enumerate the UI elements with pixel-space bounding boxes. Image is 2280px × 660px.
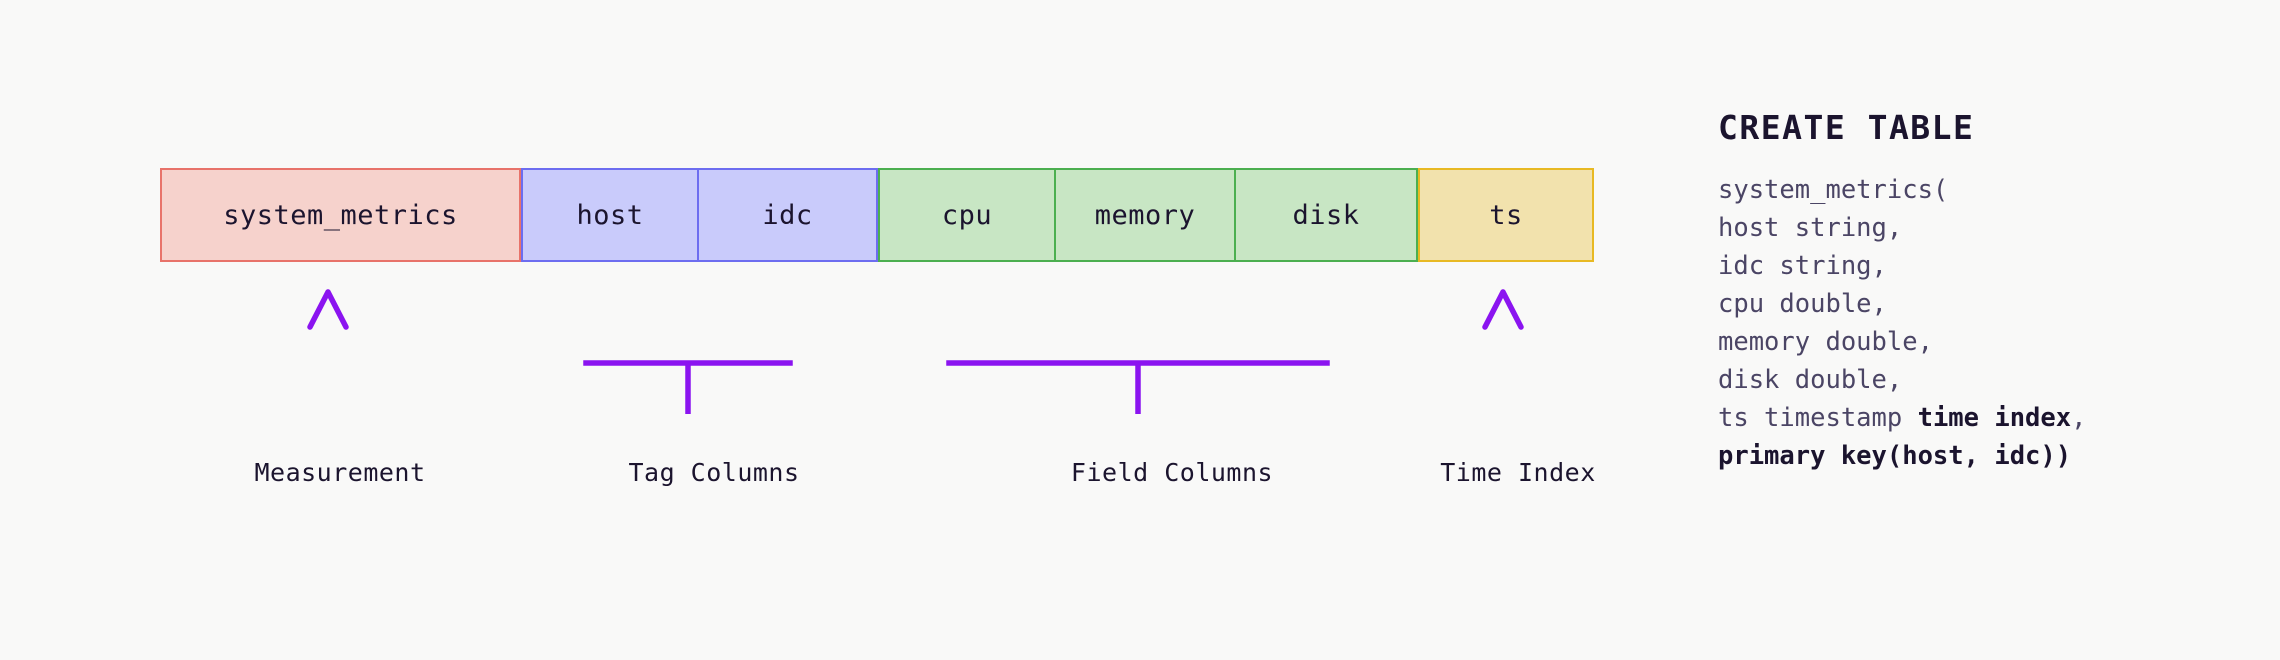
schema-cell-cpu[interactable]: cpu [878,168,1055,262]
sql-line: primary key(host, idc)) [1718,441,2072,471]
sql-panel: CREATE TABLE system_metrics(host string,… [1718,108,2238,475]
annotation-label-time-index: Time Index [1440,458,1596,487]
annotation-label-measurement: Measurement [254,458,426,487]
sql-line: host string, [1718,213,1903,243]
field-columns-brace-icon [946,302,1330,414]
schema-cell-measurement[interactable]: system_metrics [160,168,521,262]
measurement-arrow-icon [307,289,349,415]
schema-cell-memory[interactable]: memory [1055,168,1235,262]
sql-panel-title: CREATE TABLE [1718,108,1975,147]
sql-line: cpu double, [1718,289,1887,319]
sql-line: system_metrics( [1718,175,1949,205]
schema-cell-idc[interactable]: idc [698,168,878,262]
sql-statement-body: system_metrics(host string, idc string, cp… [1718,171,2238,475]
schema-cell-disk[interactable]: disk [1235,168,1418,262]
sql-line: disk double, [1718,365,1903,395]
sql-line: ts timestamp time index, [1718,403,2087,433]
annotation-label-field-columns: Field Columns [1070,458,1274,487]
schema-cell-host[interactable]: host [521,168,698,262]
schema-cell-ts[interactable]: ts [1418,168,1594,262]
schema-row: system_metrics host idc cpu memory disk … [160,168,1594,262]
annotation-label-tag-columns: Tag Columns [628,458,800,487]
tag-columns-brace-icon [583,302,793,414]
sql-line: memory double, [1718,327,1933,357]
time-index-arrow-icon [1482,289,1524,415]
sql-line: idc string, [1718,251,1887,281]
